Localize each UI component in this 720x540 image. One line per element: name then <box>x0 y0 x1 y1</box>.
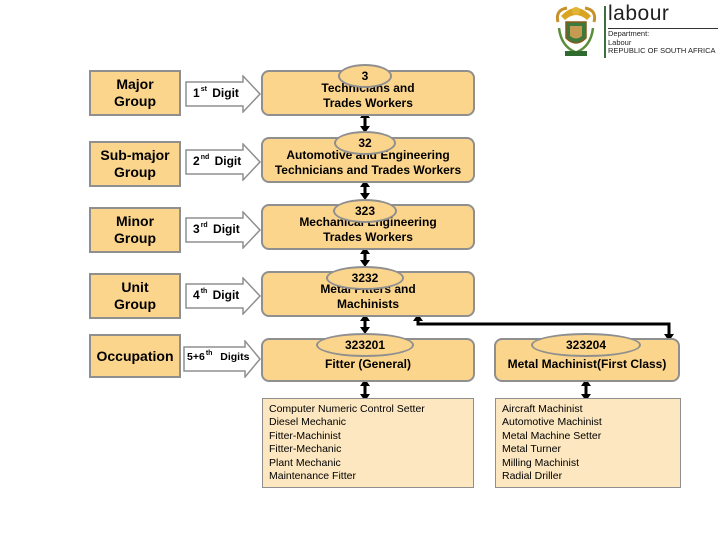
logo-line: Department: <box>608 29 650 38</box>
list-item: Fitter-Mechanic <box>269 443 342 456</box>
digit-arrow-2 <box>185 143 262 181</box>
specialisation-list-fitter: Computer Numeric Control Setter Diesel M… <box>262 398 474 488</box>
logo-word: labour <box>608 2 670 25</box>
list-item: Aircraft Machinist <box>502 403 583 415</box>
code-oval-metal-machinist: 323204 <box>531 333 641 357</box>
level-label-occupation: Occupation <box>89 334 181 378</box>
list-item: Maintenance Fitter <box>269 470 356 483</box>
list-item: Metal Turner <box>502 443 561 456</box>
digit-arrow-5 <box>183 340 261 378</box>
department-logo: labour Department: Labour REPUBLIC OF SO… <box>553 2 718 60</box>
list-item: Radial Driller <box>502 470 563 483</box>
list-item: Diesel Mechanic <box>269 416 347 429</box>
logo-divider <box>604 6 606 58</box>
list-item: Plant Mechanic <box>269 456 341 469</box>
digit-arrow-4 <box>185 277 262 315</box>
logo-rule <box>608 28 718 29</box>
coat-of-arms-icon <box>555 6 597 56</box>
code-oval-sub-major: 32 <box>334 131 396 155</box>
logo-text: Department: Labour REPUBLIC OF SOUTH AFR… <box>608 29 716 56</box>
list-item: Milling Machinist <box>502 456 580 469</box>
code-oval-major: 3 <box>338 64 392 88</box>
node-occupation-fitter: Fitter (General) <box>261 338 475 382</box>
list-item: Computer Numeric Control Setter <box>269 403 425 415</box>
list-item: Metal Machine Setter <box>502 429 602 442</box>
logo-line: REPUBLIC OF SOUTH AFRICA <box>608 46 716 55</box>
code-oval-unit: 3232 <box>326 266 404 290</box>
list-item: Automotive Machinist <box>502 416 602 429</box>
code-oval-minor: 323 <box>333 199 397 223</box>
digit-arrow-1 <box>185 75 262 113</box>
code-oval-fitter: 323201 <box>316 333 414 357</box>
list-item: Fitter-Machinist <box>269 429 341 442</box>
digit-arrow-3 <box>185 211 262 249</box>
specialisation-list-metal-machinist: Aircraft Machinist Automotive Machinist … <box>495 398 681 488</box>
logo-line: Labour <box>608 37 632 47</box>
